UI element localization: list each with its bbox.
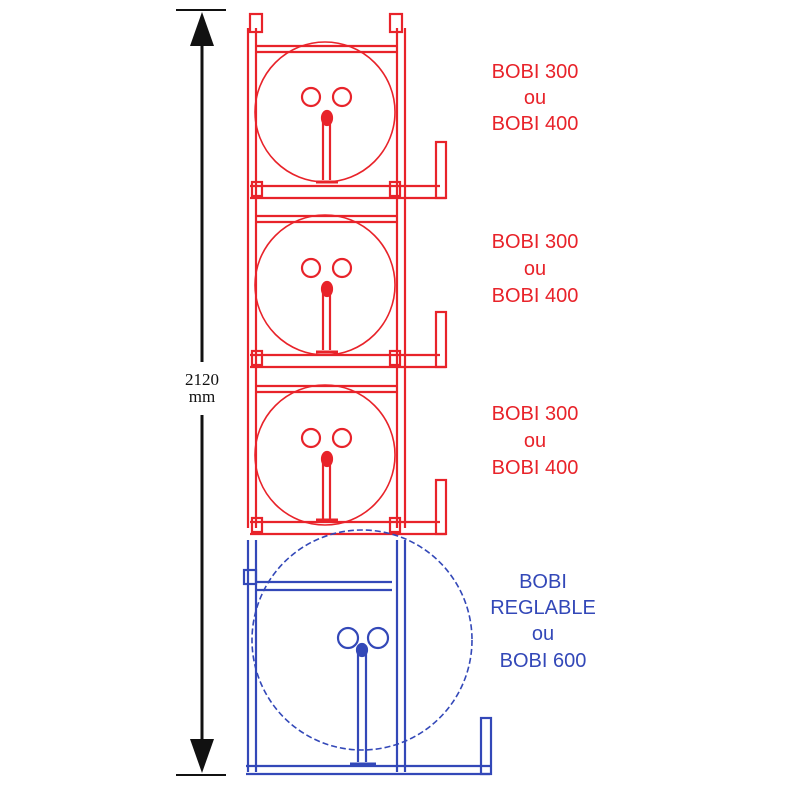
stacked-module-group — [246, 12, 448, 536]
svg-text:BOBI 300: BOBI 300 — [492, 403, 579, 425]
svg-text:BOBI 400: BOBI 400 — [492, 285, 579, 307]
arrow-down-icon — [190, 739, 214, 773]
svg-text:BOBI: BOBI — [519, 571, 567, 593]
arrow-up-icon — [190, 12, 214, 46]
svg-text:BOBI 600: BOBI 600 — [500, 650, 587, 672]
dimension-value: 2120 — [185, 370, 219, 389]
dimension-unit: mm — [189, 387, 215, 406]
module-3-label: BOBI 300 ou BOBI 400 — [492, 403, 579, 479]
spool-module-3 — [250, 384, 448, 536]
svg-text:BOBI 400: BOBI 400 — [492, 457, 579, 479]
svg-text:BOBI 300: BOBI 300 — [492, 61, 579, 83]
svg-text:ou: ou — [524, 87, 546, 109]
svg-text:BOBI 300: BOBI 300 — [492, 231, 579, 253]
svg-text:ou: ou — [524, 430, 546, 452]
spool-module-1 — [250, 41, 448, 200]
module-2-label: BOBI 300 ou BOBI 400 — [492, 231, 579, 307]
base-module — [242, 529, 493, 776]
svg-text:REGLABLE: REGLABLE — [490, 597, 596, 619]
spool-module-2 — [250, 214, 448, 369]
module-1-label: BOBI 300 ou BOBI 400 — [492, 61, 579, 135]
svg-text:ou: ou — [524, 258, 546, 280]
base-module-label: BOBI REGLABLE ou BOBI 600 — [490, 571, 596, 672]
base-spool-disc — [251, 529, 473, 751]
svg-text:BOBI 400: BOBI 400 — [492, 113, 579, 135]
svg-text:ou: ou — [532, 623, 554, 645]
height-dimension — [176, 9, 226, 776]
